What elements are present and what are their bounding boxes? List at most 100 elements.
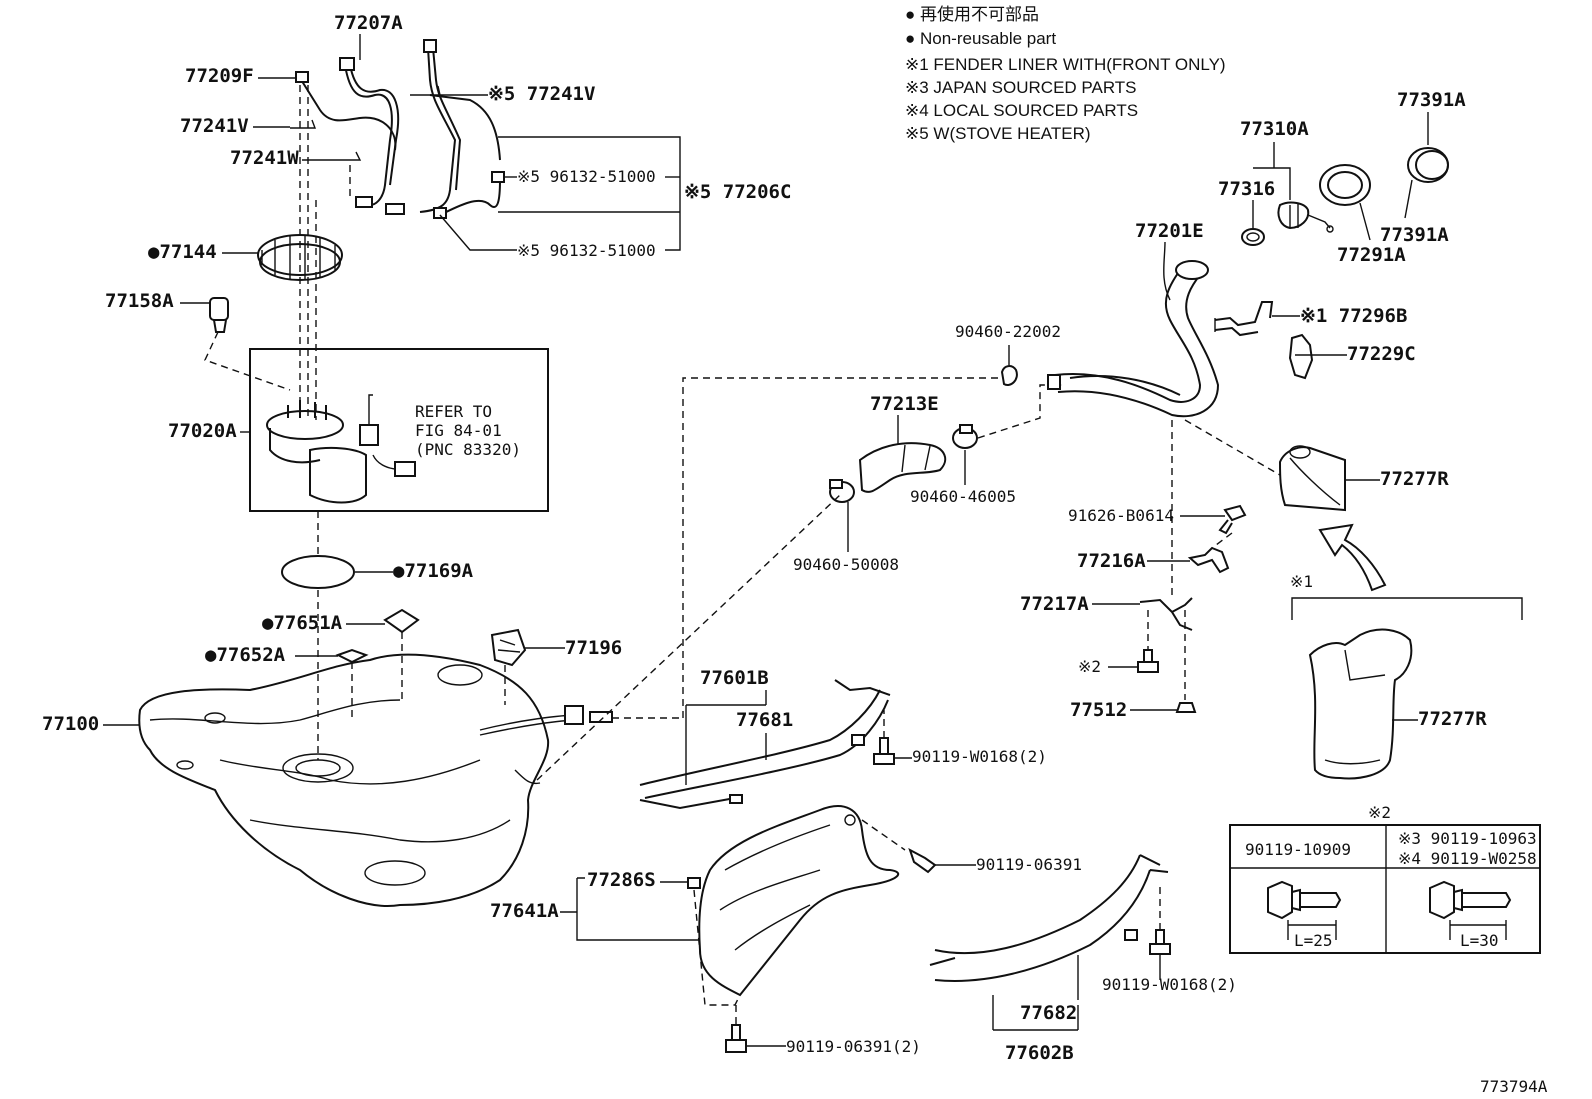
clip-77286S <box>687 877 701 889</box>
label-77316: 77316 <box>1218 178 1275 200</box>
label-77201E: 77201E <box>1135 220 1204 242</box>
label-77209F: 77209F <box>185 65 254 87</box>
label-77391A-a: 77391A <box>1397 89 1466 111</box>
table-col2-dim: L=30 <box>1460 931 1499 950</box>
diagram-id: 773794A <box>1480 1077 1548 1096</box>
bolt-x2 <box>1137 649 1159 673</box>
label-77310A: 77310A <box>1240 118 1309 140</box>
clamp-50008 <box>829 479 855 503</box>
nut-77512 <box>1175 702 1197 713</box>
fuel-tank <box>138 653 613 907</box>
label-77602B: 77602B <box>1005 1042 1074 1064</box>
label-77277R-b: 77277R <box>1418 708 1487 730</box>
tank-strap-rear <box>929 854 1169 982</box>
label-77206C: ※5 77206C <box>684 181 791 203</box>
legend-line-6: ※5 W(STOVE HEATER) <box>905 124 1091 143</box>
liner-77277R-b <box>1308 628 1413 780</box>
ring-77391A <box>1407 147 1449 183</box>
label-77286S: 77286S <box>587 869 656 891</box>
bracket-77217A <box>1139 597 1193 631</box>
label-96132-a: ※5 96132-51000 <box>517 167 656 186</box>
bolt-table: 90119-10909 ※3 90119-10963 ※4 90119-W025… <box>1229 824 1541 954</box>
bracket-77216A <box>1187 546 1230 574</box>
clamp-46005 <box>952 424 978 449</box>
label-90119-06391-b: 90119-06391(2) <box>786 1037 921 1056</box>
label-77512: 77512 <box>1070 699 1127 721</box>
legend-line-2: ● Non-reusable part <box>905 29 1056 48</box>
label-77682: 77682 <box>1020 1002 1077 1024</box>
label-77241V-a: 77241V <box>180 115 249 137</box>
fuel-pump-box <box>249 348 549 512</box>
label-77296B: ※1 77296B <box>1300 305 1407 327</box>
label-77213E: 77213E <box>870 393 939 415</box>
filler-pipe <box>1047 260 1220 418</box>
valve-77196 <box>490 628 527 667</box>
label-77158A: 77158A <box>105 290 174 312</box>
legend-line-5: ※4 LOCAL SOURCED PARTS <box>905 101 1138 120</box>
tank-strap-front <box>639 679 891 810</box>
label-90119-W0168-b: 90119-W0168(2) <box>1102 975 1237 994</box>
fuel-sender-gasket <box>209 297 229 333</box>
pad-77652A <box>335 648 369 664</box>
arrow <box>1318 523 1387 592</box>
label-96132-b: ※5 96132-51000 <box>517 241 656 260</box>
label-90460-22002: 90460-22002 <box>955 322 1061 341</box>
table-col1-header: 90119-10909 <box>1245 840 1351 859</box>
label-77100: 77100 <box>42 713 99 735</box>
label-90460-50008: 90460-50008 <box>793 555 899 574</box>
refer-line-2: FIG 84-01 <box>415 421 502 440</box>
refer-line-3: (PNC 83320) <box>415 440 521 459</box>
vent-tube-assembly <box>290 39 505 219</box>
heat-shield <box>698 805 900 997</box>
label-77681: 77681 <box>736 709 793 731</box>
label-77196: 77196 <box>565 637 622 659</box>
label-91626-B0614: 91626-B0614 <box>1068 506 1174 525</box>
label-77641A: 77641A <box>490 900 559 922</box>
label-77207A: 77207A <box>334 12 403 34</box>
label-77216A: 77216A <box>1077 550 1146 572</box>
label-77020A: 77020A <box>168 420 237 442</box>
ring-77291A <box>1319 164 1371 206</box>
note-x1: ※1 <box>1290 572 1313 591</box>
bolt-06391-a <box>908 847 937 874</box>
legend-line-3: ※1 FENDER LINER WITH(FRONT ONLY) <box>905 55 1226 74</box>
label-77241V-b: ※5 77241V <box>488 83 595 105</box>
note-x2-table: ※2 <box>1368 803 1391 822</box>
label-77391A-b: 77391A <box>1380 224 1449 246</box>
label-77169A: ●77169A <box>393 560 474 582</box>
label-77144: ●77144 <box>148 241 217 263</box>
filler-hose <box>858 442 947 493</box>
label-90119-W0168-a: 90119-W0168(2) <box>912 747 1047 766</box>
legend: ● 再使用不可部品 ● Non-reusable part ※1 FENDER … <box>905 4 1226 143</box>
bolt-91626 <box>1218 504 1247 535</box>
label-77601B: 77601B <box>700 667 769 689</box>
table-col2-header-1: ※3 90119-10963 <box>1398 829 1537 848</box>
label-77652A: ●77652A <box>205 644 286 666</box>
pump-gasket <box>281 555 355 589</box>
bolt-w0168-a <box>873 737 895 765</box>
table-col1-dim: L=25 <box>1294 931 1333 950</box>
label-77291A: 77291A <box>1337 244 1406 266</box>
label-77651A: ●77651A <box>262 612 343 634</box>
label-77229C: 77229C <box>1347 343 1416 365</box>
bracket-77296B <box>1214 301 1274 337</box>
fuel-cap-gasket <box>1241 228 1265 246</box>
label-90460-46005: 90460-46005 <box>910 487 1016 506</box>
bolt-06391-b <box>725 1024 747 1053</box>
label-77217A: 77217A <box>1020 593 1089 615</box>
clamp-22002 <box>1000 365 1018 386</box>
bolt-w0168-b <box>1149 929 1171 955</box>
pad-77651A <box>383 608 420 634</box>
table-col2-header-2: ※4 90119-W0258 <box>1398 849 1537 868</box>
note-x2: ※2 <box>1078 657 1101 676</box>
clip-77229C <box>1288 333 1314 380</box>
label-77277R-a: 77277R <box>1380 468 1449 490</box>
liner-77277R-a <box>1278 445 1346 512</box>
legend-line-4: ※3 JAPAN SOURCED PARTS <box>905 78 1137 97</box>
fuel-cap <box>1277 201 1334 233</box>
fuel-pump-module <box>266 394 416 504</box>
legend-line-1: ● 再使用不可部品 <box>905 4 1039 24</box>
label-77241W: 77241W <box>230 147 299 169</box>
